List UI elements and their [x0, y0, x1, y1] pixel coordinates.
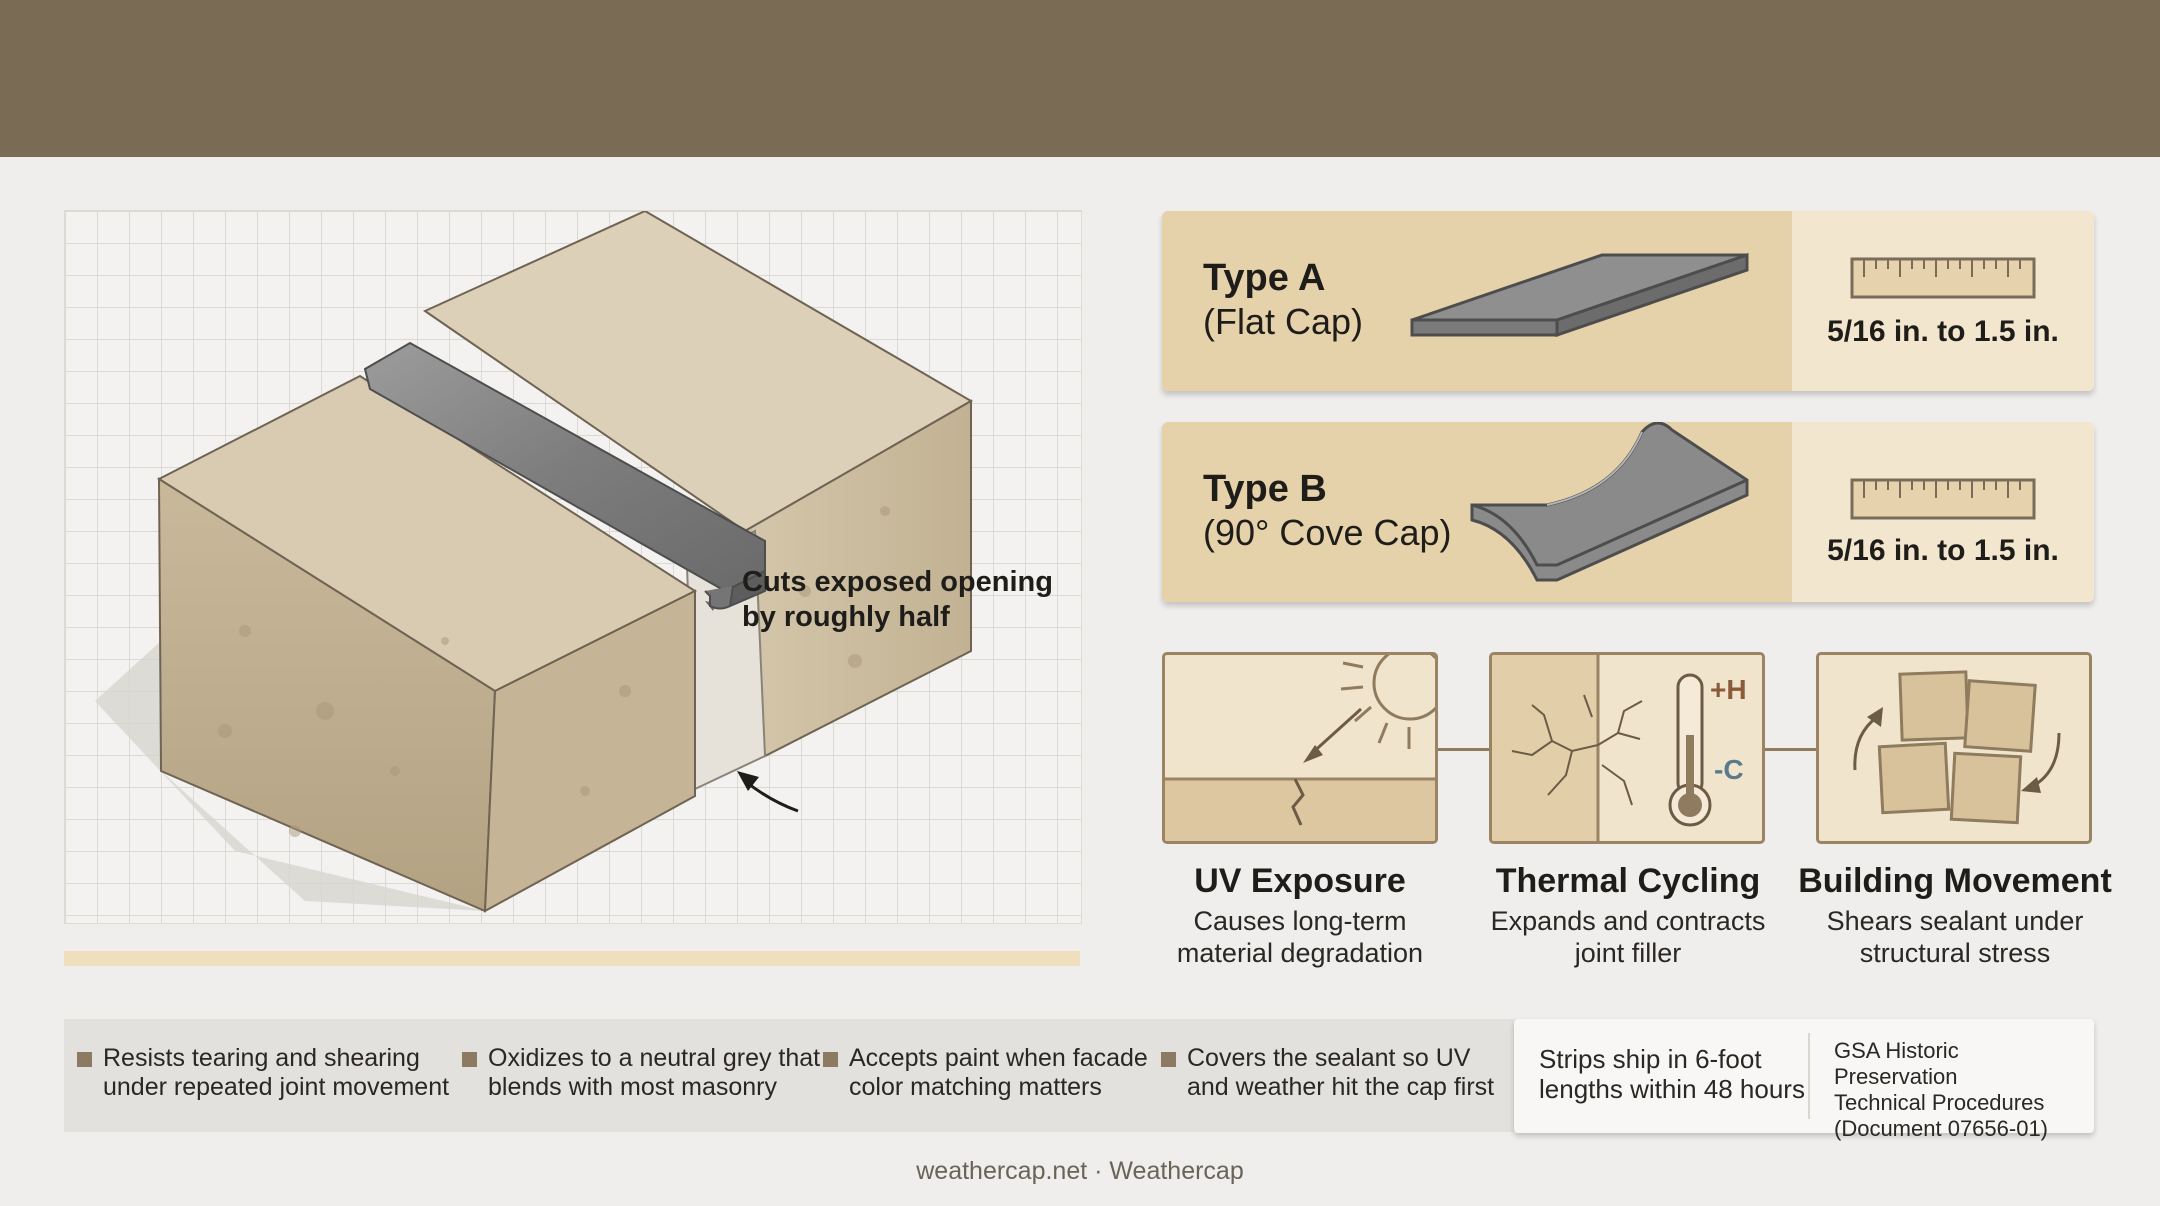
ruler-icon [1850, 478, 2036, 520]
divider [1808, 1033, 1810, 1119]
bullet-square-icon [462, 1052, 477, 1067]
ruler-icon [1850, 257, 2036, 299]
type-b-desc: (90° Cove Cap) [1203, 512, 1452, 553]
building-movement-box [1816, 652, 2092, 844]
uv-exposure-box [1162, 652, 1438, 844]
cove-cap-icon [1470, 422, 1749, 582]
bullet-square-icon [1161, 1052, 1176, 1067]
reference-document: GSA Historic Preservation Technical Proc… [1834, 1038, 2049, 1141]
stone-joint-drawing [95, 211, 973, 913]
benefits-strip [64, 1019, 1518, 1132]
thermal-cycling-box: +H -C [1489, 652, 1765, 844]
flat-cap-icon [1410, 252, 1749, 338]
joint-illustration [64, 210, 1082, 924]
header-bar [0, 0, 2160, 157]
accent-line [64, 951, 1080, 966]
block-shadow [95, 641, 485, 911]
footer-credit: weathercap.net · Weathercap [916, 1157, 1244, 1185]
factor-connector [1438, 748, 1490, 751]
type-b-card: Type B (90° Cove Cap) 5/16 in. to 1.5 in… [1162, 422, 2094, 602]
callout-text: Cuts exposed opening by roughly half [742, 566, 1053, 633]
bullet-square-icon [77, 1052, 92, 1067]
type-a-range: 5/16 in. to 1.5 in. [1827, 315, 2059, 348]
left-block-side [483, 589, 696, 913]
sun-crack-icon [1165, 655, 1435, 841]
building-movement-title: Building Movement [1798, 862, 2112, 900]
uv-exposure-title: UV Exposure [1194, 862, 1406, 900]
thermal-cycling-title: Thermal Cycling [1495, 862, 1761, 900]
type-a-name: Type A [1203, 257, 1326, 299]
thermometer-icon: +H -C [1492, 655, 1747, 841]
factor-connector [1765, 748, 1817, 751]
cold-label: -C [1714, 754, 1744, 785]
hot-label: +H [1710, 674, 1747, 705]
type-b-name: Type B [1203, 468, 1327, 510]
type-a-desc: (Flat Cap) [1203, 301, 1364, 342]
callout-arrow [744, 779, 799, 813]
shifting-blocks-icon [1853, 670, 2061, 825]
bullet-square-icon [823, 1052, 838, 1067]
type-a-card: Type A (Flat Cap) 5/16 in. to 1.5 in. [1162, 211, 2094, 391]
type-b-range: 5/16 in. to 1.5 in. [1827, 534, 2059, 567]
